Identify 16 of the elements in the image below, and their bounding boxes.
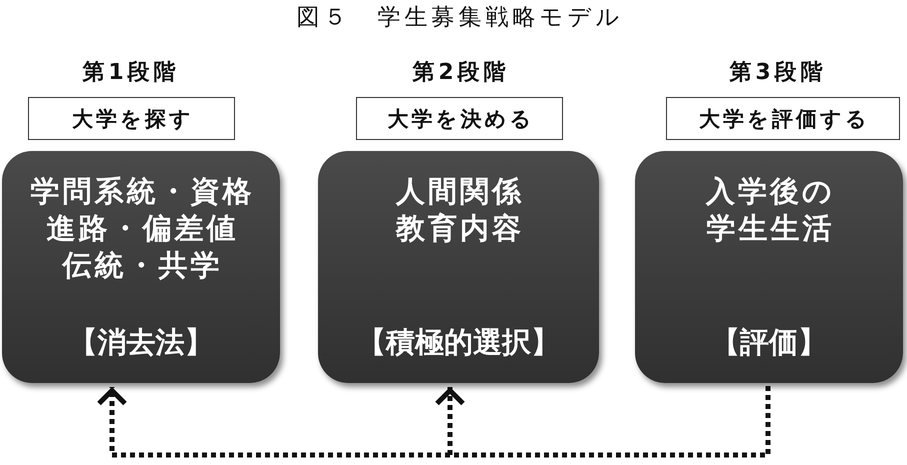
stage-box: 大学を決める <box>356 97 563 140</box>
stage-box: 大学を探す <box>28 97 235 140</box>
rounded-box <box>318 151 599 383</box>
stage-heading: 第3段階 <box>728 59 827 87</box>
stage-heading: 第1段階 <box>81 59 180 87</box>
criteria-text: 人間関係教育内容 <box>394 173 524 247</box>
method-label: 【積極的選択】 <box>357 324 560 361</box>
criteria-text: 学問系統・資格進路・偏差値伝統・共学 <box>30 173 254 284</box>
method-label: 【消去法】 <box>68 324 214 361</box>
figure-title: 図５ 学生募集戦略モデル <box>296 4 624 32</box>
rounded-box <box>635 151 903 383</box>
rounded-box <box>2 151 280 383</box>
stage-heading: 第2段階 <box>411 59 510 87</box>
criteria-text: 入学後の学生生活 <box>704 173 835 247</box>
method-label: 【評価】 <box>711 324 827 361</box>
stage-box: 大学を評価する <box>666 97 900 140</box>
